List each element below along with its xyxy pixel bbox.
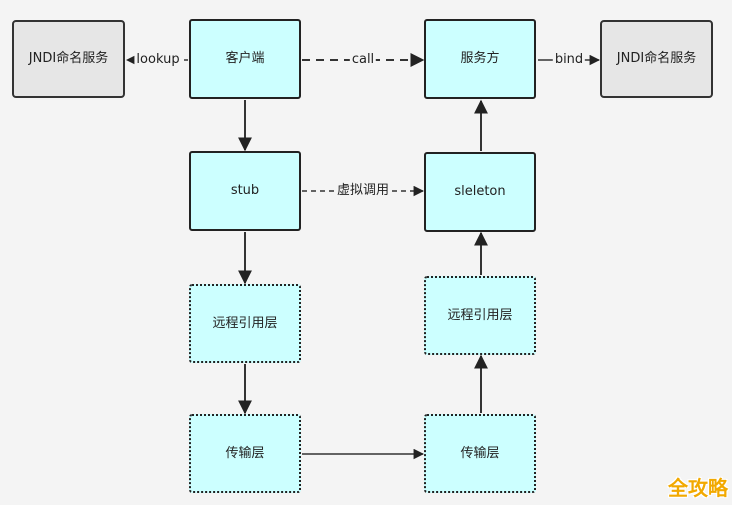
jndi-naming-service-left: JNDI命名服务 <box>12 20 125 98</box>
remote-reference-layer-left: 远程引用层 <box>189 284 301 363</box>
jndi-right-label: JNDI命名服务 <box>616 51 697 66</box>
skeleton-node: sleleton <box>424 152 536 232</box>
transport-right-label: 传输层 <box>460 445 500 461</box>
client-label: 客户端 <box>225 51 265 66</box>
server-node: 服务方 <box>424 19 536 99</box>
transport-layer-right: 传输层 <box>424 414 536 493</box>
stub-node: stub <box>189 151 301 231</box>
edge-label-call: call <box>349 52 377 68</box>
transport-left-label: 传输层 <box>225 445 265 461</box>
watermark-logo: 全攻略 <box>668 476 728 500</box>
edge-label-bind: bind <box>552 52 586 68</box>
edge-label-virtual-call: 虚拟调用 <box>334 183 392 199</box>
remote-reference-layer-right: 远程引用层 <box>424 276 536 355</box>
edge-label-lookup: lookup <box>134 52 182 68</box>
server-label: 服务方 <box>460 51 500 66</box>
transport-layer-left: 传输层 <box>189 414 301 493</box>
remote-ref-right-label: 远程引用层 <box>447 307 513 323</box>
client-node: 客户端 <box>189 19 301 99</box>
stub-label: stub <box>230 183 260 198</box>
jndi-naming-service-right: JNDI命名服务 <box>600 20 713 98</box>
remote-ref-left-label: 远程引用层 <box>212 315 278 331</box>
jndi-left-label: JNDI命名服务 <box>28 51 109 66</box>
skeleton-label: sleleton <box>454 184 506 199</box>
